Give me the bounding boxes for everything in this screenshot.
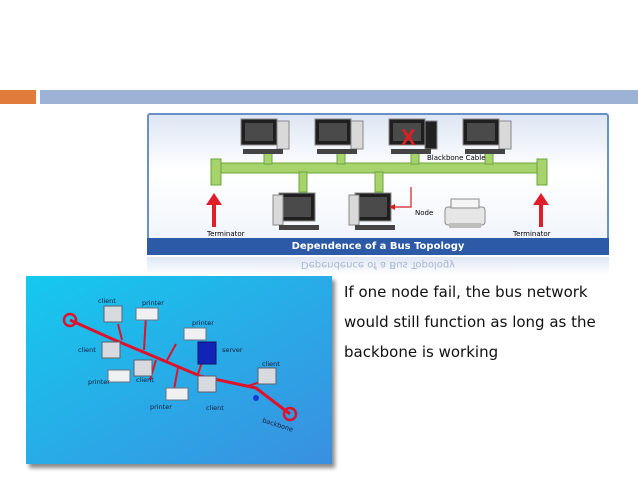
label-printer: printer <box>142 299 164 307</box>
terminator-arrow-left <box>206 193 222 227</box>
failed-computer-icon <box>388 118 438 154</box>
bus-network-svg: client printer printer client server cli… <box>26 276 332 464</box>
label-printer: printer <box>150 403 172 411</box>
accent-bar-orange <box>0 90 36 104</box>
client-icon <box>101 341 121 359</box>
bus-network-figure: client printer printer client server cli… <box>26 276 332 464</box>
backbone-cable-label: Blackbone Cable <box>427 154 486 162</box>
computer-icon <box>462 118 512 154</box>
client-icon <box>197 375 217 393</box>
client-icon <box>103 305 123 323</box>
printer-icon <box>135 307 159 321</box>
label-client: client <box>206 404 224 412</box>
label-server: server <box>222 346 243 354</box>
terminator-left <box>62 312 78 328</box>
client-icon <box>257 367 277 385</box>
computer-icon <box>348 192 395 230</box>
bus-topology-figure: X Node Blackbone Cable <box>147 113 609 255</box>
label-client: client <box>78 346 96 354</box>
accent-bar-blue <box>40 90 638 104</box>
terminator-left-label: Terminator <box>206 230 245 238</box>
printer-icon <box>165 387 189 401</box>
caption-reflection-text: Dependence of a Bus Topology <box>300 259 456 270</box>
failed-node-marker: X <box>401 125 416 150</box>
terminator-left-block <box>210 158 222 186</box>
label-printer: printer <box>88 378 110 386</box>
node-label: Node <box>415 209 433 217</box>
connector-dot <box>253 395 259 401</box>
caption-reflection: Dependence of a Bus Topology <box>147 257 609 275</box>
terminator-arrow-right <box>533 193 549 227</box>
label-client: client <box>98 297 116 305</box>
computer-icon <box>272 192 319 230</box>
label-client: client <box>262 360 280 368</box>
computer-icon <box>314 118 364 154</box>
bus-topology-svg: X Node Blackbone Cable <box>206 118 551 238</box>
printer-icon <box>444 198 486 228</box>
figure-background <box>26 276 332 464</box>
terminator-right-label: Terminator <box>512 230 551 238</box>
label-client: client <box>136 376 154 384</box>
terminator-right-block <box>536 158 548 186</box>
computer-icon <box>240 118 290 154</box>
printer-icon <box>107 369 131 383</box>
bullet-text: If one node fail, the bus network would … <box>344 283 596 361</box>
node-pointer-arrow <box>395 187 412 208</box>
terminator-right <box>282 406 298 422</box>
client-icon <box>133 359 153 377</box>
server-icon <box>197 341 217 365</box>
arrow-head <box>389 204 395 210</box>
label-printer: printer <box>192 319 214 327</box>
figure-caption: Dependence of a Bus Topology <box>147 238 609 255</box>
printer-icon <box>183 327 207 341</box>
